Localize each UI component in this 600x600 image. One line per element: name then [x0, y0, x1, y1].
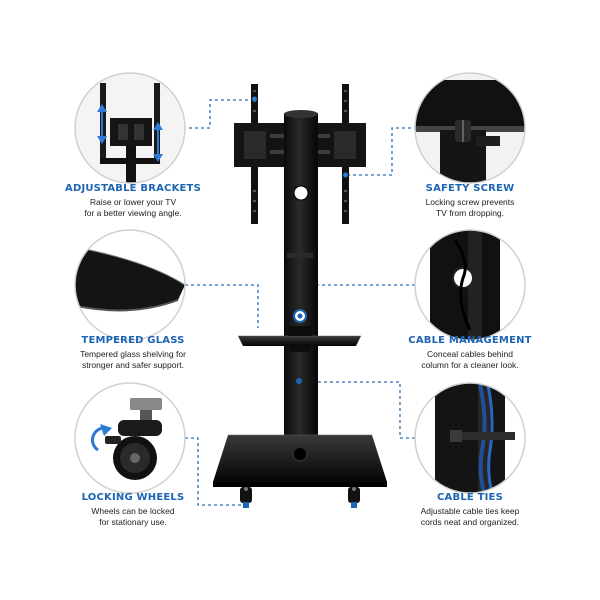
brackets-detail-frame: [74, 72, 186, 184]
screw-detail-frame: [414, 72, 526, 184]
feature-title: SAFETY SCREW: [425, 183, 515, 194]
caster-wheels: [240, 487, 360, 508]
leader-glass: [185, 284, 259, 328]
feature-desc-line1: Tempered glass shelving for: [80, 349, 186, 359]
leader-brackets: [183, 99, 252, 129]
leader-wheels: [185, 437, 245, 506]
leader-screw: [345, 127, 417, 176]
feature-desc-line2: TV from dropping.: [435, 207, 505, 218]
screw-detail-image: [415, 73, 525, 183]
feature-desc-line2: for stationary use.: [99, 516, 167, 527]
feature-title: CABLE TIES: [437, 492, 503, 503]
feature-title: LOCKING WHEELS: [81, 492, 185, 503]
cable-tie-marker: [296, 378, 302, 384]
feature-desc-line1: Wheels can be locked: [91, 506, 175, 516]
column-cable-hole: [293, 185, 309, 201]
feature-desc-line1: Conceal cables behind: [426, 349, 513, 359]
feature-desc-line2: cords neat and organized.: [420, 516, 520, 527]
cable-mgmt-detail-image: [415, 230, 525, 340]
wheels-detail-image: [75, 383, 185, 493]
feature-desc-line1: Locking screw prevents: [425, 197, 515, 207]
wheels-detail-frame: [74, 382, 186, 494]
brackets-detail-image: [75, 73, 185, 183]
feature-desc-line1: Adjustable cable ties keep: [420, 506, 520, 516]
feature-safety-screw: SAFETY SCREW Locking screw prevents TV f…: [385, 183, 555, 218]
feature-title: TEMPERED GLASS: [81, 335, 185, 346]
glass-detail-frame: [74, 229, 186, 341]
feature-desc-line2: for a better viewing angle.: [84, 207, 182, 218]
feature-desc-line2: stronger and safer support.: [81, 359, 185, 370]
feature-title: ADJUSTABLE BRACKETS: [65, 183, 201, 194]
feature-desc-line2: column for a cleaner look.: [421, 359, 519, 370]
feature-title: CABLE MANAGEMENT: [408, 335, 532, 346]
feature-tempered-glass: TEMPERED GLASS Tempered glass shelving f…: [48, 335, 218, 370]
feature-adjustable-brackets: ADJUSTABLE BRACKETS Raise or lower your …: [48, 183, 218, 218]
tv-stand: [213, 84, 387, 508]
cable-ties-detail-frame: [414, 382, 526, 494]
feature-cable-ties: CABLE TIES Adjustable cable ties keep co…: [385, 492, 555, 527]
feature-locking-wheels: LOCKING WHEELS Wheels can be locked for …: [48, 492, 218, 527]
cable-mgmt-detail-frame: [414, 229, 526, 341]
cable-ties-detail-image: [415, 383, 525, 493]
safety-screw-marker: [343, 172, 348, 178]
feature-desc-line1: Raise or lower your TV: [89, 197, 177, 207]
leader-lines: [183, 99, 417, 506]
leader-ties: [302, 381, 415, 439]
glass-detail-image: [75, 230, 185, 340]
bracket-adjust-marker: [252, 96, 257, 102]
glass-shelf: [238, 336, 361, 346]
leader-cable: [301, 284, 415, 322]
feature-cable-management: CABLE MANAGEMENT Conceal cables behind c…: [385, 335, 555, 370]
